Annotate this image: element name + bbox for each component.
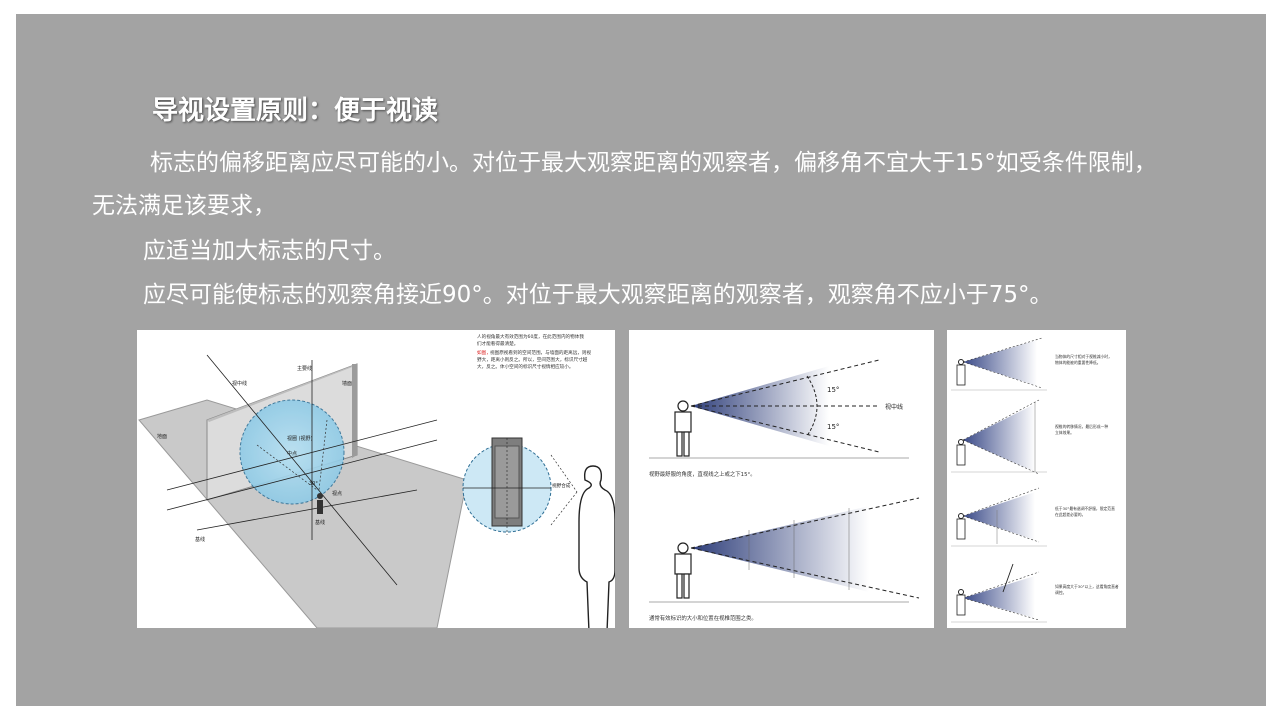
figure-perspective-diagram: 主要线 视中线 墙面 地面 视圈 (视野) 中点 30° 视点 基线 基线 人的…: [137, 330, 615, 628]
body-line-1: 标志的偏移距离应尽可能的小。对位于最大观察距离的观察者，偏移角不宜大于15°如受…: [150, 150, 1157, 176]
label-sight-center: 视中线: [885, 403, 903, 411]
figure-sight-cone-series: 当物体的尺寸相对于视椎减小时， 物体的能被的重要性降低。 视椎的转移情况，最后形…: [947, 330, 1126, 628]
person-silhouette: [578, 465, 615, 628]
body-line-4: 应尽可能使标志的观察角接近90°。对位于最大观察距离的观察者，观察角不应小于75…: [143, 282, 1053, 308]
label-wall: 墙面: [342, 380, 352, 387]
person-icon-top: [674, 400, 692, 457]
caption-step-4b: 调控。: [1055, 590, 1066, 595]
caption-step-4a: 如果高度大于30°以上，这看角度直者: [1055, 584, 1119, 589]
caption-step-2a: 视椎的转移情况，最后形成一种: [1055, 424, 1108, 429]
label-angle-top: 15°: [827, 386, 839, 394]
label-ground: 基线: [195, 536, 205, 543]
caption-comfort-angle: 视野最舒服的角度，直视线之上或之下15°。: [649, 470, 756, 478]
note-line-1: 人的视角最大有效范围为60度，在此范围内的物体我: [477, 333, 584, 340]
label-center: 中点: [287, 450, 297, 457]
sight-cone-step-3: [951, 487, 1047, 547]
figure-sight-cone: 15° 15° 视中线 视野最舒服的角度，直视线之上或之下15°。 通常有效标识…: [629, 330, 934, 628]
caption-step-3b: 在此超差必要的。: [1055, 512, 1085, 517]
note-line-2: 们才能看得最清楚。: [477, 340, 518, 347]
label-floor: 地面: [157, 433, 167, 440]
note-line-3: 视图原视看到的空间范围，与墙面的距离远，则视: [490, 349, 591, 356]
body-line-2: 无法满足该要求，: [92, 193, 276, 219]
caption-step-1b: 物体的能被的重要性降低。: [1055, 360, 1101, 365]
label-angle: 30°: [309, 481, 318, 487]
note-line-5: 大，反之。体小空间的标识尺寸视情相应较小。: [477, 363, 573, 370]
person-icon-bottom: [674, 542, 692, 599]
sight-cone-bottom: [691, 506, 869, 592]
note-line-4: 野大，距离小则反之。所以，空间范围大，标识尺寸越: [477, 356, 588, 363]
body-line-3: 应适当加大标志的尺寸。: [143, 238, 396, 264]
sight-cone-step-2: [951, 399, 1047, 475]
label-base: 基线: [315, 519, 325, 526]
sight-cone-step-1: [951, 337, 1047, 391]
caption-step-3a: 低于30°最有谐调不舒服，限定范直: [1055, 506, 1115, 511]
label-angle-bottom: 15°: [827, 423, 839, 431]
caption-effective-size: 通常有效标识的大小和位置在视椎范围之类。: [649, 614, 757, 622]
caption-step-2b: 立体效果。: [1055, 430, 1074, 435]
label-main-line: 主要线: [297, 365, 312, 372]
label-sign-center: 视野合成: [552, 482, 571, 489]
caption-step-1a: 当物体的尺寸相对于视椎减小时，: [1055, 354, 1112, 359]
sight-cone-step-4: [951, 563, 1047, 623]
label-sight-line: 视中线: [232, 380, 247, 387]
label-eye: 视点: [332, 490, 342, 497]
sight-cone-top: [691, 366, 829, 446]
note-red: 如图，: [477, 349, 491, 356]
page-title: 导视设置原则：便于视读: [152, 96, 439, 126]
label-zone: 视圈 (视野): [287, 435, 313, 442]
